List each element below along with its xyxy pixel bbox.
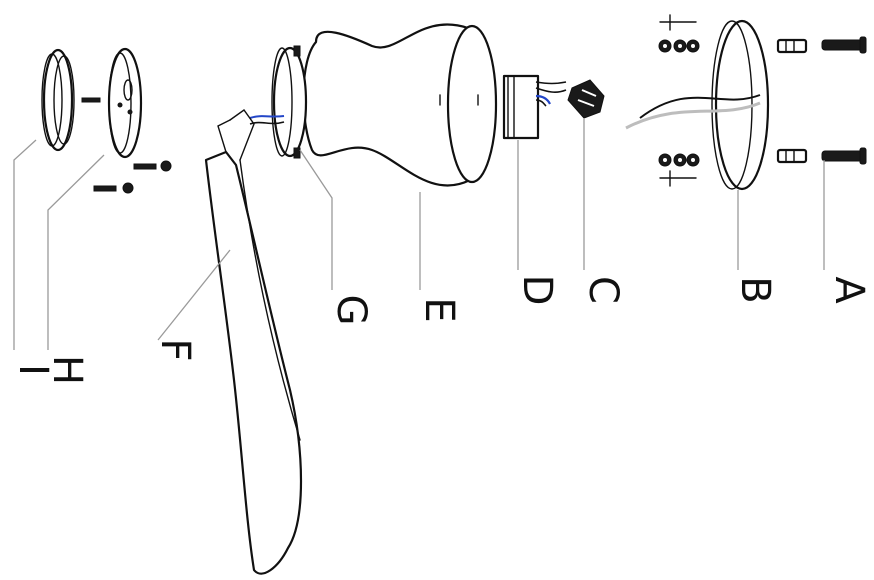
label-e: E — [416, 297, 462, 322]
part-d-driver — [502, 74, 567, 140]
part-i-cover-ring — [41, 48, 75, 152]
label-c: C — [580, 276, 626, 304]
leader-lines — [13, 118, 825, 350]
part-h-canopy-plate — [81, 47, 172, 194]
part-a-screws-and-plugs — [776, 36, 867, 165]
part-labels: A B C D E G F H I — [10, 275, 872, 385]
part-g-holder-ring — [249, 45, 308, 159]
label-d: D — [514, 275, 560, 306]
part-e-shade-body — [302, 23, 498, 187]
label-b: B — [732, 276, 778, 303]
nuts-and-washers — [658, 14, 700, 187]
part-c-terminal-block — [567, 79, 605, 119]
part-f-arm — [204, 109, 303, 575]
label-g: G — [328, 295, 374, 326]
part-b-mounting-plate — [625, 14, 770, 191]
label-h: H — [44, 355, 90, 385]
label-a: A — [826, 276, 872, 304]
label-i: I — [10, 364, 56, 376]
label-f: F — [152, 338, 198, 361]
